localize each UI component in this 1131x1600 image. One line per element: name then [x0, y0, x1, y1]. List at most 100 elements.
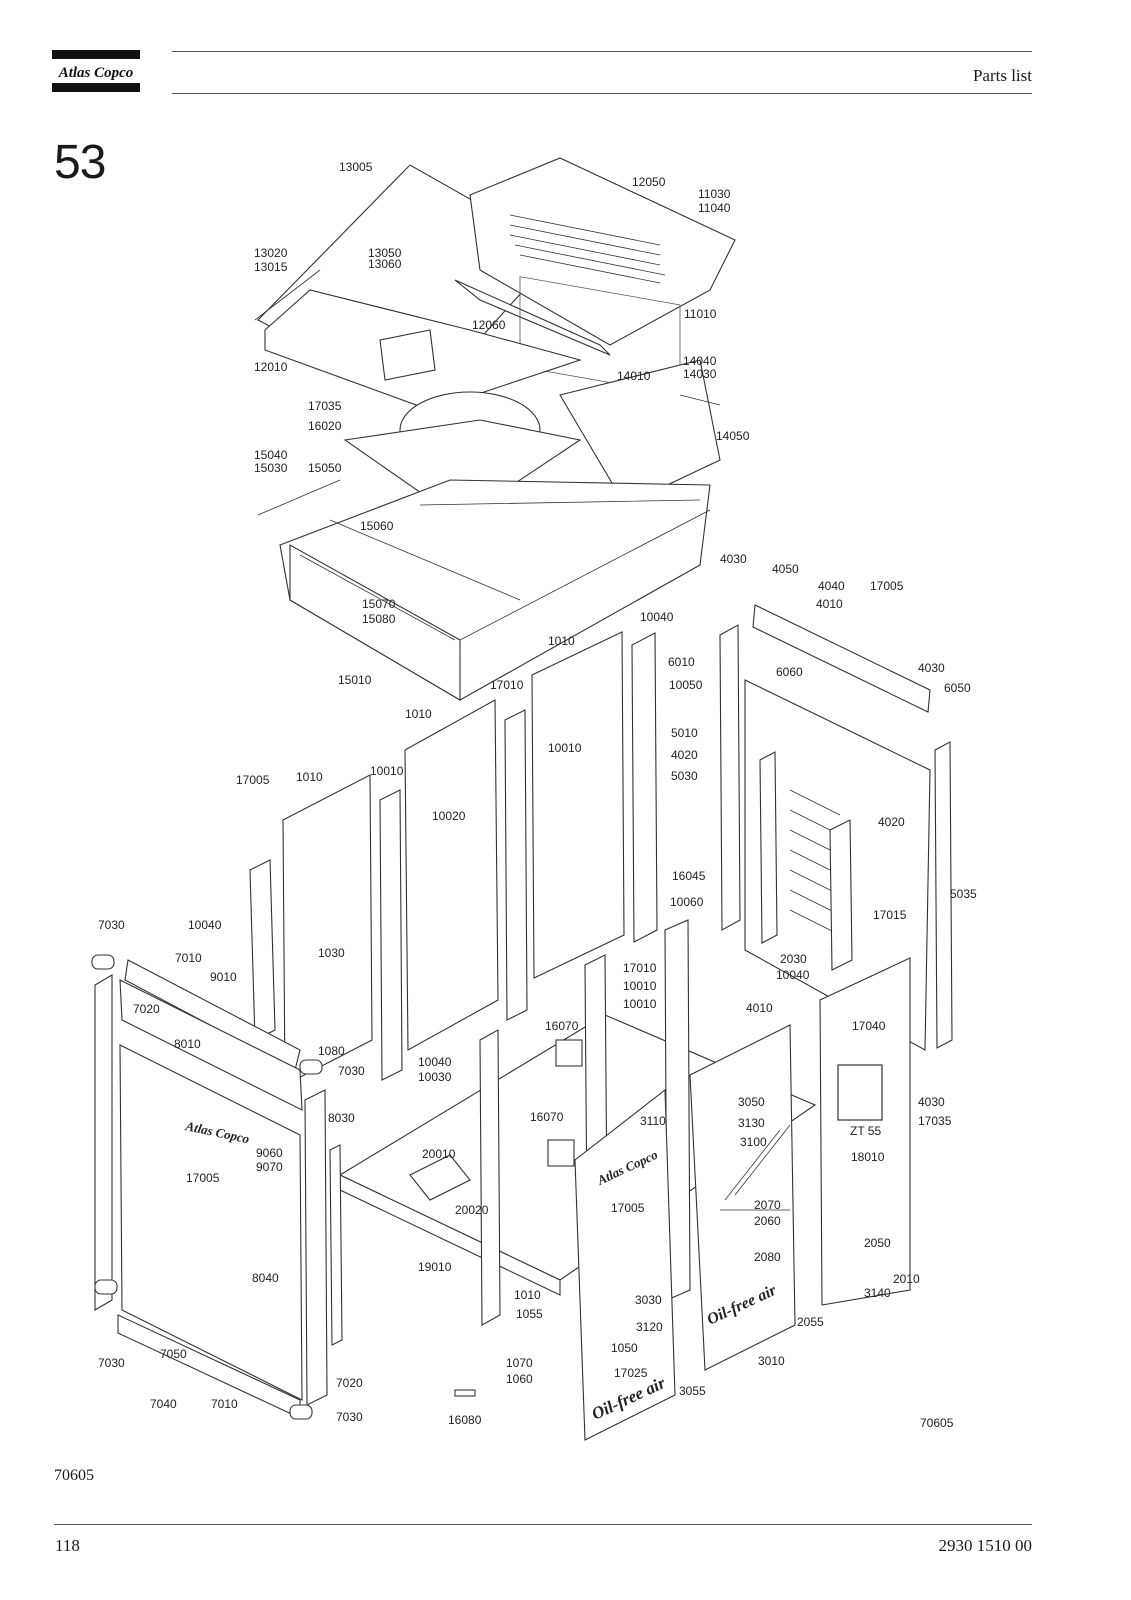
callout-11040: 11040 — [698, 201, 731, 215]
front-right-door: Oil-free air — [689, 1024, 796, 1371]
callout-10010-d: 10010 — [623, 997, 657, 1011]
callout-1010-b: 1010 — [405, 707, 432, 721]
callout-19010: 19010 — [418, 1260, 452, 1274]
callout-14030: 14030 — [683, 367, 717, 381]
atlas-copco-logo: Atlas Copco — [52, 50, 140, 92]
callout-14040: 14040 — [683, 354, 717, 368]
callout-4010-b: 4010 — [746, 1001, 773, 1015]
callout-6010: 6010 — [668, 655, 695, 669]
model-badge: ZT 55 — [850, 1124, 881, 1138]
callout-2050: 2050 — [864, 1236, 891, 1250]
callout-9010: 9010 — [210, 970, 237, 984]
callout-7010-b: 7010 — [211, 1397, 238, 1411]
callout-7020-b: 7020 — [336, 1376, 363, 1390]
callout-12010: 12010 — [254, 360, 288, 374]
callout-3010: 3010 — [758, 1354, 785, 1368]
callout-16070-a: 16070 — [545, 1019, 579, 1033]
document-number: 2930 1510 00 — [938, 1536, 1033, 1555]
callout-1060: 1060 — [506, 1372, 533, 1386]
callout-2030: 2030 — [780, 952, 807, 966]
callout-7020-a: 7020 — [133, 1002, 160, 1016]
logo-text: Atlas Copco — [58, 65, 134, 81]
callout-14010: 14010 — [617, 369, 651, 383]
callout-12050: 12050 — [632, 175, 666, 189]
callout-7030-b: 7030 — [338, 1064, 365, 1078]
callout-4030-b: 4030 — [918, 661, 945, 675]
callout-17005-b: 17005 — [236, 773, 270, 787]
header-rule-bottom — [172, 93, 1032, 94]
callout-4040: 4040 — [818, 579, 845, 593]
section-number: 53 — [54, 136, 106, 189]
callout-15080: 15080 — [362, 612, 396, 626]
callout-11010: 11010 — [684, 307, 717, 321]
callout-17015: 17015 — [873, 908, 907, 922]
callout-12060: 12060 — [472, 318, 506, 332]
callout-3110: 3110 — [640, 1114, 666, 1128]
callout-5030: 5030 — [671, 769, 698, 783]
callout-14050: 14050 — [716, 429, 750, 443]
callout-2060: 2060 — [754, 1214, 781, 1228]
callout-18010: 18010 — [851, 1150, 885, 1164]
callout-4020-b: 4020 — [878, 815, 905, 829]
callout-16080: 16080 — [448, 1413, 482, 1427]
callout-10060: 10060 — [670, 895, 704, 909]
callout-15010: 15010 — [338, 673, 372, 687]
callout-17035-a: 17035 — [308, 399, 342, 413]
callout-7050: 7050 — [160, 1347, 187, 1361]
callout-15060: 15060 — [360, 519, 394, 533]
callout-1050: 1050 — [611, 1341, 638, 1355]
callout-7030-d: 7030 — [336, 1410, 363, 1424]
exploded-parts-drawing: ZT 55 Atlas Copco Atlas Copco Oil-free a… — [91, 157, 977, 1441]
callout-9060: 9060 — [256, 1146, 283, 1160]
callout-4030-c: 4030 — [918, 1095, 945, 1109]
callout-4020-a: 4020 — [671, 748, 698, 762]
callout-3100: 3100 — [740, 1135, 767, 1149]
callout-10010-a: 10010 — [548, 741, 582, 755]
callout-13050: 13050 — [368, 246, 402, 260]
callout-1010-d: 1010 — [514, 1288, 541, 1302]
callout-10040-c: 10040 — [776, 968, 810, 982]
callout-7040: 7040 — [150, 1397, 177, 1411]
footer-rule — [54, 1524, 1032, 1525]
callout-1055: 1055 — [516, 1307, 543, 1321]
callout-16045: 16045 — [672, 869, 706, 883]
callout-3055: 3055 — [679, 1384, 706, 1398]
callout-5010: 5010 — [671, 726, 698, 740]
callout-2070: 2070 — [754, 1198, 781, 1212]
callout-13060: 13060 — [368, 257, 402, 271]
callout-2055: 2055 — [797, 1315, 824, 1329]
front-left-door: Atlas Copco — [91, 954, 343, 1420]
callout-3130: 3130 — [738, 1116, 765, 1130]
header-title: Parts list — [972, 66, 1032, 85]
top-cover-assembly — [254, 157, 736, 701]
header-rule-top — [172, 51, 1032, 52]
callout-15040: 15040 — [254, 448, 288, 462]
callout-17040: 17040 — [852, 1019, 886, 1033]
callout-11030: 11030 — [698, 187, 731, 201]
callout-6050: 6050 — [944, 681, 971, 695]
callout-7030-c: 7030 — [98, 1356, 125, 1370]
callout-10040-b: 10040 — [188, 918, 222, 932]
callout-4030-a: 4030 — [720, 552, 747, 566]
callout-1070: 1070 — [506, 1356, 533, 1370]
callout-17005-c: 17005 — [186, 1171, 220, 1185]
callout-3030: 3030 — [635, 1293, 662, 1307]
callout-16020: 16020 — [308, 419, 342, 433]
callout-3140: 3140 — [864, 1286, 891, 1300]
callout-3050: 3050 — [738, 1095, 765, 1109]
callout-17005-a: 17005 — [870, 579, 904, 593]
left-panels — [249, 631, 658, 1086]
callout-13015: 13015 — [254, 260, 288, 274]
callout-5035: 5035 — [950, 887, 977, 901]
callout-8030: 8030 — [328, 1111, 355, 1125]
callout-17005-d: 17005 — [611, 1201, 645, 1215]
drawing-id: 70605 — [54, 1467, 94, 1484]
callout-1010-c: 1010 — [296, 770, 323, 784]
callout-8040: 8040 — [252, 1271, 279, 1285]
callout-20020: 20020 — [455, 1203, 489, 1217]
callout-labels: 13005 12050 11030 11040 13020 13015 1305… — [98, 160, 977, 1430]
callout-10040-d: 10040 — [418, 1055, 452, 1069]
callout-4010-a: 4010 — [816, 597, 843, 611]
callout-17035-b: 17035 — [918, 1114, 952, 1128]
callout-17010-b: 17010 — [623, 961, 657, 975]
